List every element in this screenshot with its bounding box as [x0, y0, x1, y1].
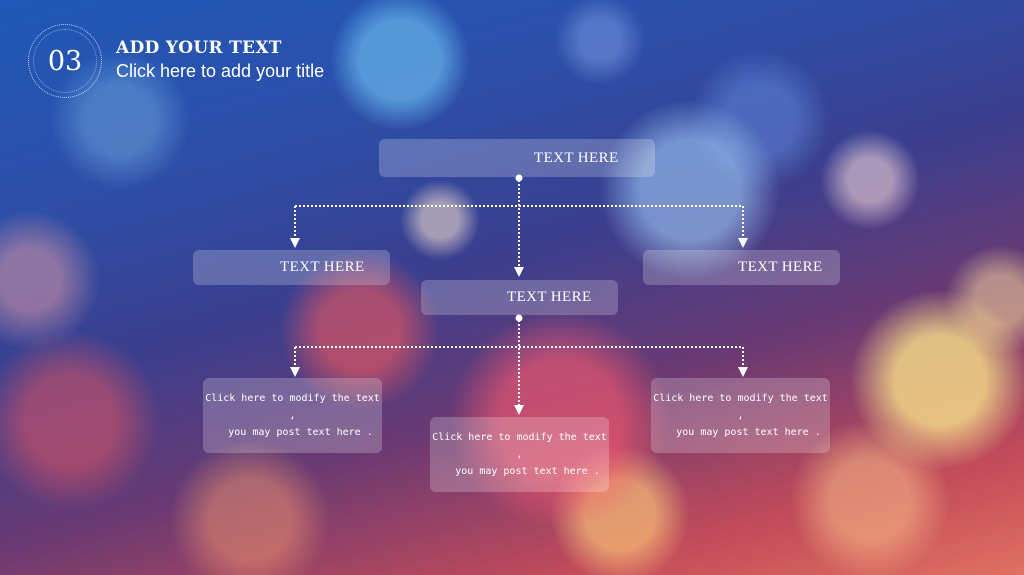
connector-dot-root	[515, 174, 523, 182]
child-box-right[interactable]: TEXT HERE	[643, 250, 840, 285]
section-number-badge: 03	[28, 24, 102, 98]
note-right-line2: you may post text here .	[676, 427, 821, 438]
note-box-right[interactable]: Click here to modify the text , you may …	[651, 378, 830, 453]
child-box-left-label: TEXT HERE	[280, 259, 365, 275]
note-left-line2: you may post text here .	[228, 427, 373, 438]
child-box-center[interactable]: TEXT HERE	[421, 280, 618, 315]
child-box-left[interactable]: TEXT HERE	[193, 250, 390, 285]
note-center-line1: Click here to modify the text ,	[432, 432, 607, 460]
slide-subtitle[interactable]: Click here to add your title	[116, 61, 325, 81]
note-box-left[interactable]: Click here to modify the text , you may …	[203, 378, 382, 453]
slide-heading[interactable]: ADD YOUR TEXT	[116, 38, 282, 58]
child-box-center-label: TEXT HERE	[507, 289, 592, 305]
note-center-line2: you may post text here .	[455, 466, 600, 477]
section-number: 03	[47, 45, 83, 77]
root-box-label: TEXT HERE	[534, 149, 619, 166]
note-box-center[interactable]: Click here to modify the text , you may …	[430, 417, 609, 492]
note-left-line1: Click here to modify the text ,	[205, 393, 380, 421]
note-right-line1: Click here to modify the text ,	[653, 393, 828, 421]
child-box-right-label: TEXT HERE	[738, 259, 823, 275]
connector-dot-mid	[515, 314, 523, 322]
root-box[interactable]: TEXT HERE	[379, 139, 655, 177]
